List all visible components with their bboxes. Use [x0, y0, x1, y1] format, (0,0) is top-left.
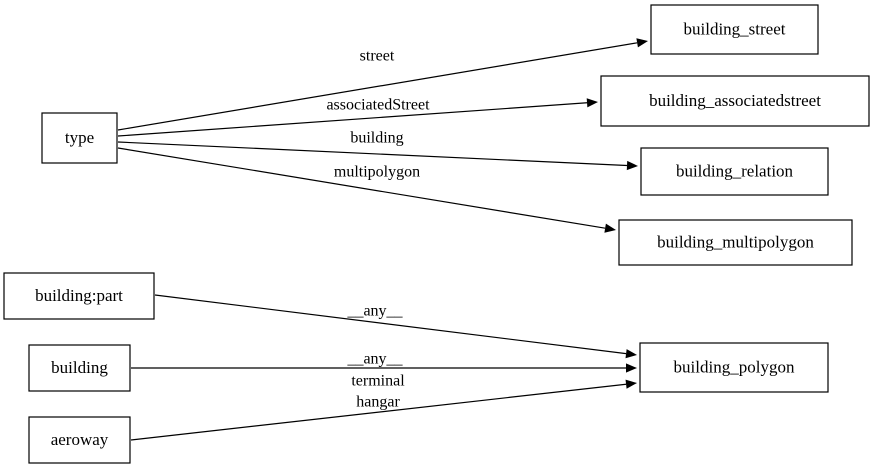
- node-label: type: [65, 128, 94, 147]
- node-aeroway[interactable]: aeroway: [28, 416, 131, 464]
- arrow-head-icon: [625, 349, 637, 359]
- node-building_multipolygon[interactable]: building_multipolygon: [618, 219, 853, 266]
- edge-label: __any__: [346, 351, 403, 368]
- node-building_part[interactable]: building:part: [3, 272, 155, 320]
- edge-label: street: [360, 48, 395, 65]
- node-building_polygon[interactable]: building_polygon: [639, 342, 829, 393]
- edge-type-to-building_street: [117, 38, 648, 131]
- node-box[interactable]: [600, 75, 870, 127]
- edge-type-to-building_associatedstreet: [117, 98, 598, 137]
- arrow-head-icon: [626, 363, 637, 373]
- edge-type-to-building_relation: [117, 141, 638, 171]
- edges-layer: [117, 38, 648, 441]
- arrow-head-icon: [626, 160, 638, 171]
- node-building[interactable]: building: [28, 344, 131, 392]
- edge-label: building: [350, 130, 403, 147]
- arrow-head-icon: [604, 223, 616, 233]
- arrow-head-icon: [625, 379, 637, 389]
- node-label: aeroway: [51, 430, 109, 449]
- node-box[interactable]: [28, 344, 131, 392]
- edge-line: [117, 102, 588, 137]
- edge-label: terminal: [351, 373, 405, 390]
- node-label: building_associatedstreet: [649, 91, 821, 110]
- edge-building_part-to-building_polygon: [154, 294, 637, 359]
- edge-line: [154, 294, 627, 355]
- node-box[interactable]: [41, 112, 118, 164]
- node-box[interactable]: [640, 147, 829, 196]
- edge-line: [117, 141, 628, 167]
- edge-line: [130, 383, 627, 441]
- node-building_associatedstreet[interactable]: building_associatedstreet: [600, 75, 870, 127]
- nodes-layer: type building_street building_associatedst…: [3, 4, 870, 464]
- node-label: building_polygon: [674, 357, 795, 376]
- node-type[interactable]: type: [41, 112, 118, 164]
- edge-label: hangar: [356, 394, 400, 411]
- node-box[interactable]: [650, 4, 819, 55]
- edge-building-to-building_polygon: [131, 363, 637, 373]
- node-building_street[interactable]: building_street: [650, 4, 819, 55]
- node-box[interactable]: [639, 342, 829, 393]
- edge-label: associatedStreet: [326, 97, 430, 114]
- node-label: building_multipolygon: [657, 232, 814, 251]
- edge-aeroway-to-building_polygon: [130, 379, 637, 441]
- node-box[interactable]: [3, 272, 155, 320]
- edge-labels-layer: street associatedStreet building multipolyg…: [326, 48, 430, 411]
- edge-line: [117, 147, 606, 229]
- edge-line: [117, 42, 638, 131]
- node-box[interactable]: [618, 219, 853, 266]
- node-label: building:part: [35, 286, 123, 305]
- edge-type-to-building_multipolygon: [117, 147, 616, 233]
- node-building_relation[interactable]: building_relation: [640, 147, 829, 196]
- node-label: building_relation: [676, 161, 794, 180]
- node-box[interactable]: [28, 416, 131, 464]
- arrow-head-icon: [586, 98, 598, 108]
- edge-label: multipolygon: [334, 164, 420, 181]
- node-label: building_street: [684, 19, 786, 38]
- arrow-head-icon: [636, 38, 648, 48]
- edge-label: __any__: [346, 303, 403, 320]
- node-label: building: [51, 358, 108, 377]
